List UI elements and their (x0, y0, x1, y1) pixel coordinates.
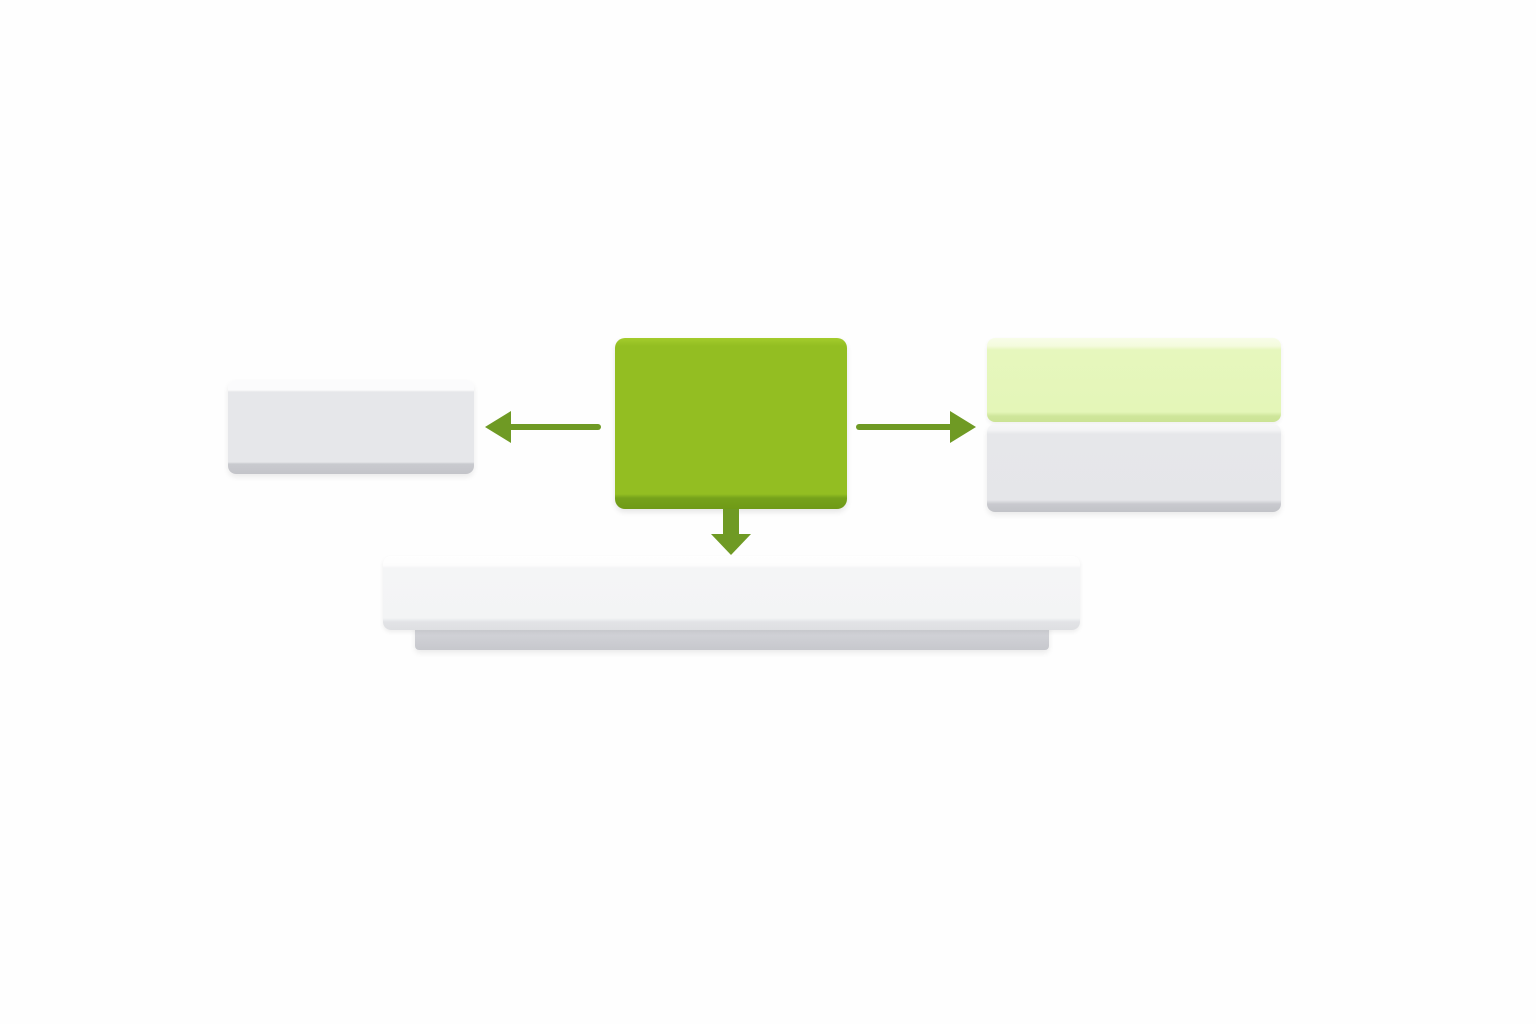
right-card-top (987, 338, 1281, 422)
bottom-bar (383, 556, 1080, 630)
arrow-right-icon (856, 411, 976, 443)
center-node (615, 338, 847, 509)
right-card-bottom (987, 424, 1281, 512)
left-card (228, 380, 474, 474)
arrow-down-icon (711, 509, 751, 555)
arrow-left-icon (485, 411, 601, 443)
